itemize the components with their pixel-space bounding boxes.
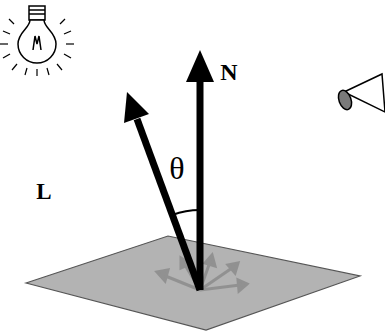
angle-arc (172, 210, 200, 215)
normal-label: N (220, 60, 237, 84)
normal-arrowhead (186, 50, 214, 82)
light-label: L (36, 180, 51, 203)
eye (336, 74, 385, 112)
light-bulb (0, 6, 74, 76)
light-arrow (137, 119, 200, 290)
normal-arrow (197, 78, 204, 290)
surface-plane (26, 236, 360, 330)
angle-label: θ (169, 152, 184, 184)
light-arrowhead (124, 92, 149, 123)
